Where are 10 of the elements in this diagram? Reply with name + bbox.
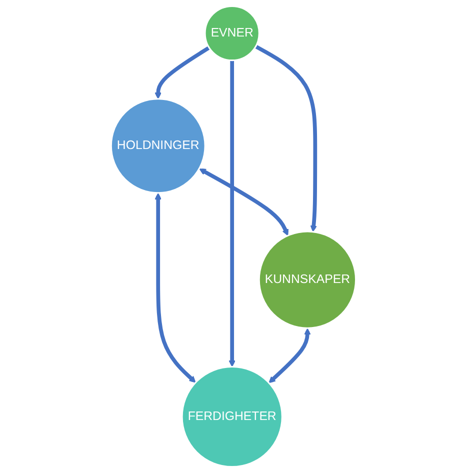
arrow [268, 328, 311, 384]
arrow [154, 46, 210, 100]
arrow [199, 168, 289, 236]
node-circle: FERDIGHETER [181, 366, 283, 468]
node-circle: EVNER [204, 5, 260, 62]
arrow [154, 192, 196, 383]
node-circle: HOLDNINGER [110, 98, 206, 194]
node-circle: KUNNSKAPER [258, 230, 357, 329]
arrow [228, 60, 236, 368]
arrow [254, 44, 318, 232]
